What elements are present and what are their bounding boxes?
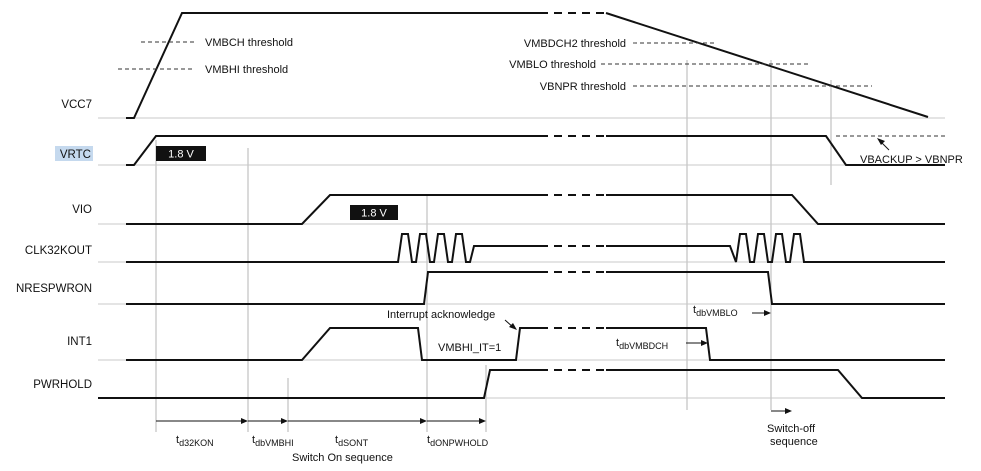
vrtc-label-highlight (55, 146, 93, 161)
baseline-references (98, 117, 945, 399)
signal-label-clk32kout: CLK32KOUT (25, 245, 92, 257)
timing-donpwhold: tdONPWHOLD (427, 434, 489, 448)
threshold-lines (118, 41, 872, 87)
vbackup-label: VBACKUP > VBNPR (860, 154, 963, 166)
timing-dbvmbdch: tdbVMBDCH (616, 337, 668, 351)
signal-label-vrtc: VRTC (60, 149, 91, 161)
waveform-vio (126, 194, 945, 225)
waveform-int1 (126, 327, 945, 361)
waveform-pwrhold (98, 369, 945, 399)
waveform-clk32kout (126, 233, 945, 263)
threshold-vmbdch2: VMBDCH2 threshold (524, 38, 626, 50)
vrtc-voltage-badge-text: 1.8 V (168, 149, 194, 161)
vio-voltage-badge-text: 1.8 V (361, 208, 387, 220)
signal-label-vcc7: VCC7 (61, 99, 92, 111)
threshold-vmbch: VMBCH threshold (205, 37, 293, 49)
signal-label-pwrhold: PWRHOLD (33, 379, 92, 391)
switch-off-timing-arrow (771, 408, 792, 414)
threshold-vmbhi: VMBHI threshold (205, 64, 288, 76)
vio-voltage-badge (350, 205, 398, 220)
threshold-vbnpr: VBNPR threshold (540, 81, 626, 93)
signal-label-nrespwron: NRESPWRON (16, 283, 92, 295)
vrtc-voltage-badge (156, 146, 206, 161)
dbvmblo-arrow (752, 310, 771, 316)
signal-label-int1: INT1 (67, 336, 92, 348)
dbvmbdch-arrow (686, 340, 708, 346)
timing-dbvmblo: tdbVMBLO (693, 304, 738, 318)
waveform-vrtc (126, 135, 945, 166)
timing-dsont: tdSONT (335, 434, 369, 448)
timing-d32kon: td32KON (176, 434, 214, 448)
interrupt-ack-arrow (504, 319, 517, 330)
threshold-vmblo: VMBLO threshold (509, 59, 596, 71)
switch-on-sequence-label: Switch On sequence (292, 452, 393, 464)
switch-off-label-1: Switch-off (767, 423, 816, 435)
switch-off-label-2: sequence (770, 436, 818, 448)
vbackup-annotation (877, 138, 890, 151)
interrupt-ack-label: Interrupt acknowledge (387, 309, 495, 321)
signal-label-vio: VIO (72, 204, 92, 216)
timing-dbvmbhi: tdbVMBHI (252, 434, 294, 448)
waveform-nrespwron (126, 271, 945, 305)
vmbhi-it-label: VMBHI_IT=1 (438, 342, 501, 354)
switch-on-timing-arrows (156, 418, 486, 424)
waveform-vcc7 (126, 12, 929, 119)
